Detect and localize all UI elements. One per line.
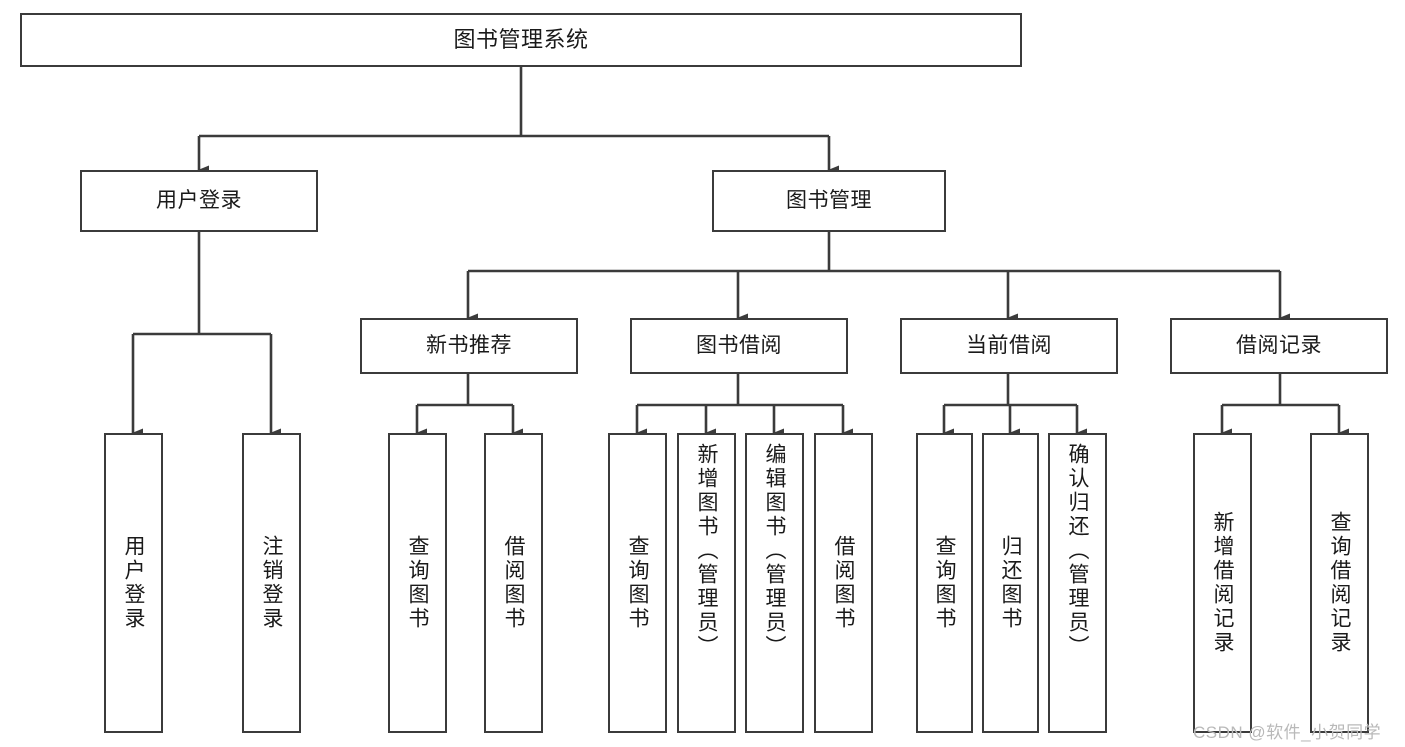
- node-root[interactable]: 图书管理系统: [20, 13, 1022, 67]
- node-leaf-user-login[interactable]: 用户登录: [104, 433, 163, 733]
- node-leaf-borrow-book[interactable]: 借阅图书: [814, 433, 873, 733]
- node-borrow-record[interactable]: 借阅记录: [1170, 318, 1388, 374]
- node-label: 借阅图书: [832, 535, 855, 631]
- node-new-book-recommend[interactable]: 新书推荐: [360, 318, 578, 374]
- node-label: 图书管理系统: [453, 27, 589, 53]
- node-label: 注销登录: [260, 535, 283, 631]
- node-leaf-user-logout[interactable]: 注销登录: [242, 433, 301, 733]
- node-current-borrow[interactable]: 当前借阅: [900, 318, 1118, 374]
- node-leaf-query-book-borrow[interactable]: 查询图书: [608, 433, 667, 733]
- node-leaf-return-book[interactable]: 归还图书: [982, 433, 1039, 733]
- node-label: 查询图书: [626, 535, 649, 631]
- node-label: 确认归还（管理员）: [1066, 443, 1089, 659]
- node-label: 借阅图书: [502, 535, 525, 631]
- node-user-login[interactable]: 用户登录: [80, 170, 318, 232]
- node-label: 图书借阅: [696, 333, 782, 357]
- node-book-management[interactable]: 图书管理: [712, 170, 946, 232]
- node-label: 当前借阅: [966, 333, 1052, 357]
- node-label: 用户登录: [122, 535, 145, 631]
- node-label: 新书推荐: [426, 333, 512, 357]
- node-leaf-add-borrow-record[interactable]: 新增借阅记录: [1193, 433, 1252, 733]
- node-book-borrow[interactable]: 图书借阅: [630, 318, 848, 374]
- node-leaf-borrow-book-recommend[interactable]: 借阅图书: [484, 433, 543, 733]
- node-leaf-confirm-return-admin[interactable]: 确认归还（管理员）: [1048, 433, 1107, 733]
- node-label: 查询图书: [406, 535, 429, 631]
- node-label: 用户登录: [156, 188, 242, 212]
- node-label: 新增图书（管理员）: [695, 443, 718, 659]
- node-label: 图书管理: [786, 188, 872, 212]
- csdn-watermark: CSDN @软件_小贺同学: [1193, 723, 1382, 742]
- node-leaf-query-book-recommend[interactable]: 查询图书: [388, 433, 447, 733]
- node-leaf-query-borrow-record[interactable]: 查询借阅记录: [1310, 433, 1369, 733]
- node-label: 编辑图书（管理员）: [763, 443, 786, 659]
- node-label: 归还图书: [999, 535, 1022, 631]
- node-label: 新增借阅记录: [1211, 511, 1234, 655]
- node-label: 借阅记录: [1236, 333, 1322, 357]
- node-label: 查询图书: [933, 535, 956, 631]
- node-leaf-add-book-admin[interactable]: 新增图书（管理员）: [677, 433, 736, 733]
- node-label: 查询借阅记录: [1328, 511, 1351, 655]
- node-leaf-query-book-current[interactable]: 查询图书: [916, 433, 973, 733]
- node-leaf-edit-book-admin[interactable]: 编辑图书（管理员）: [745, 433, 804, 733]
